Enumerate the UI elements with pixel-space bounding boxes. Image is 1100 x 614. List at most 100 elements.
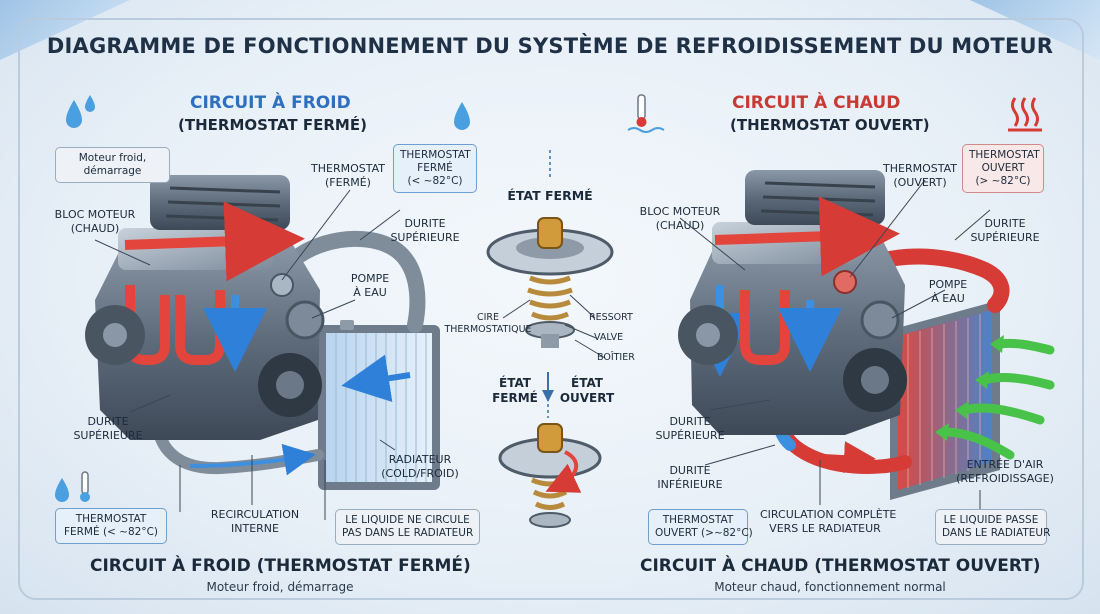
label-radiateur-left: RADIATEUR (COLD/FROID) (370, 453, 470, 481)
label-line: THERMOSTATIQUE (444, 323, 532, 335)
right-subheading: (THERMOSTAT OUVERT) (730, 116, 930, 134)
label-line: VERS LE RADIATEUR (769, 521, 881, 535)
box-line: Moteur froid, (78, 152, 147, 164)
label-line: OUVERT (559, 391, 615, 405)
box-line: démarrage (83, 165, 142, 178)
water-drops-icon (66, 95, 95, 128)
label-thermostat-left: THERMOSTAT (FERMÉ) (298, 162, 398, 190)
box-line: (< ~82°C) (407, 175, 463, 188)
right-bottom-info-box: LE LIQUIDE PASSE DANS LE RADIATEUR (935, 509, 1051, 546)
left-engine-illustration (85, 175, 440, 490)
label-valve: VALVE (594, 332, 624, 343)
box-line: THERMOSTAT (75, 513, 147, 525)
thermometer-hot-icon (627, 94, 665, 133)
label-line: DURITE (669, 415, 711, 428)
label-bloc-moteur-right: BLOC MOTEUR (CHAUD) (630, 205, 730, 233)
left-footer-subtitle: Moteur froid, démarrage (206, 580, 354, 594)
label-entree-air: ENTRÉE D'AIR (REFROIDISSAGE) (945, 458, 1065, 486)
leader-lines (94, 179, 991, 520)
box-line: (> ~82°C) (975, 175, 1031, 188)
outer-frame (18, 18, 1084, 600)
label-durite-superieure-right-bottom: DURITE SUPÉRIEURE (640, 415, 740, 443)
label-circulation-complete: CIRCULATION COMPLÈTE VERS LE RADIATEUR (760, 508, 897, 536)
left-bottom-info-box: LE LIQUIDE NE CIRCULE PAS DANS LE RADIAT… (335, 509, 480, 546)
label-line: CIRE (476, 312, 500, 323)
label-line: RECIRCULATION (210, 508, 300, 521)
label-line: À EAU (353, 285, 387, 299)
label-line: ÉTAT (571, 376, 603, 390)
box-line: LE LIQUIDE NE CIRCULE (345, 514, 470, 526)
label-line: CIRCULATION COMPLÈTE (760, 508, 897, 521)
box-line: LE LIQUIDE PASSE (943, 514, 1039, 526)
left-bottom-thermostat-box: THERMOSTAT FERMÉ (< ~82°C) (55, 508, 167, 545)
right-radiator (890, 300, 1000, 500)
box-line: FERMÉ (417, 162, 453, 175)
left-subheading: (THERMOSTAT FERMÉ) (178, 116, 367, 134)
label-durite-superieure-left-top: DURITE SUPÉRIEURE (375, 217, 475, 245)
box-line: OUVERT (981, 162, 1025, 175)
thermometer-cold-icon (55, 471, 90, 502)
label-line: FERMÉ (492, 391, 538, 405)
transition-right-label: ÉTAT OUVERT (556, 376, 618, 406)
right-footer-subtitle: Moteur chaud, fonctionnement normal (714, 580, 946, 594)
right-thermostat-box: THERMOSTAT OUVERT (> ~82°C) (962, 144, 1044, 194)
label-bloc-moteur-left: BLOC MOTEUR (CHAUD) (40, 208, 150, 236)
box-line: FERMÉ (< ~82°C) (63, 526, 159, 539)
thermostat-open-illustration (498, 423, 602, 528)
label-cire-thermostatique: CIRE THERMOSTATIQUE (443, 312, 533, 336)
box-line: THERMOSTAT (400, 149, 471, 161)
label-line: (CHAUD) (70, 221, 120, 235)
label-line: À EAU (931, 291, 965, 305)
left-thermostat-box: THERMOSTAT FERMÉ (< ~82°C) (393, 144, 477, 194)
label-durite-superieure-left-bottom: DURITE SUPÉRIEURE (58, 415, 158, 443)
left-engine-state-box: Moteur froid, démarrage (55, 147, 170, 184)
label-line: INFÉRIEURE (657, 477, 723, 491)
label-line: DURITE (669, 464, 711, 477)
box-line: THERMOSTAT (662, 514, 734, 526)
right-footer-title: CIRCUIT À CHAUD (THERMOSTAT OUVERT) (640, 556, 1041, 576)
label-line: (CHAUD) (655, 218, 705, 232)
water-drop-icon (454, 102, 470, 130)
label-line: BLOC MOTEUR (54, 208, 136, 221)
label-thermostat-right: THERMOSTAT (OUVERT) (870, 162, 970, 190)
label-line: (COLD/FROID) (381, 466, 459, 480)
label-ressort: RESSORT (589, 312, 633, 323)
label-line: SUPÉRIEURE (73, 428, 143, 442)
left-heading: CIRCUIT À FROID (190, 93, 351, 113)
label-durite-superieure-right-top: DURITE SUPÉRIEURE (955, 217, 1055, 245)
label-line: DURITE (984, 217, 1026, 230)
left-radiator (318, 320, 440, 490)
label-boitier: BOÎTIER (597, 352, 635, 363)
label-recirculation: RECIRCULATION INTERNE (205, 508, 305, 536)
thermostat-closed-illustration (486, 217, 614, 359)
label-line: ENTRÉE D'AIR (966, 458, 1044, 471)
label-line: (FERMÉ) (325, 175, 371, 189)
label-line: BLOC MOTEUR (639, 205, 721, 218)
label-line: THERMOSTAT (883, 162, 957, 175)
label-line: (OUVERT) (893, 175, 947, 189)
transition-left-label: ÉTAT FERMÉ (490, 376, 540, 406)
label-line: INTERNE (231, 521, 279, 535)
label-line: DURITE (404, 217, 446, 230)
label-line: ÉTAT (499, 376, 531, 390)
box-line: PAS DANS LE RADIATEUR (342, 527, 474, 540)
right-heading: CIRCUIT À CHAUD (732, 93, 901, 113)
label-line: RADIATEUR (388, 453, 452, 466)
right-bottom-thermostat-box: THERMOSTAT OUVERT (>~82°C) (648, 509, 753, 546)
box-line: THERMOSTAT (969, 149, 1040, 161)
box-line: OUVERT (>~82°C) (655, 527, 753, 540)
label-line: SUPÉRIEURE (970, 230, 1040, 244)
state-closed-label: ÉTAT FERMÉ (507, 188, 593, 203)
label-pompe-left: POMPE À EAU (340, 272, 400, 300)
box-line: DANS LE RADIATEUR (942, 527, 1051, 540)
label-durite-inferieure: DURITE INFÉRIEURE (640, 464, 740, 492)
label-line: POMPE (350, 272, 390, 285)
label-line: THERMOSTAT (311, 162, 385, 175)
label-line: SUPÉRIEURE (390, 230, 460, 244)
left-footer-title: CIRCUIT À FROID (THERMOSTAT FERMÉ) (90, 556, 471, 576)
label-line: POMPE (928, 278, 968, 291)
label-line: (REFROIDISSAGE) (956, 471, 1054, 485)
heat-waves-icon (1008, 97, 1042, 132)
